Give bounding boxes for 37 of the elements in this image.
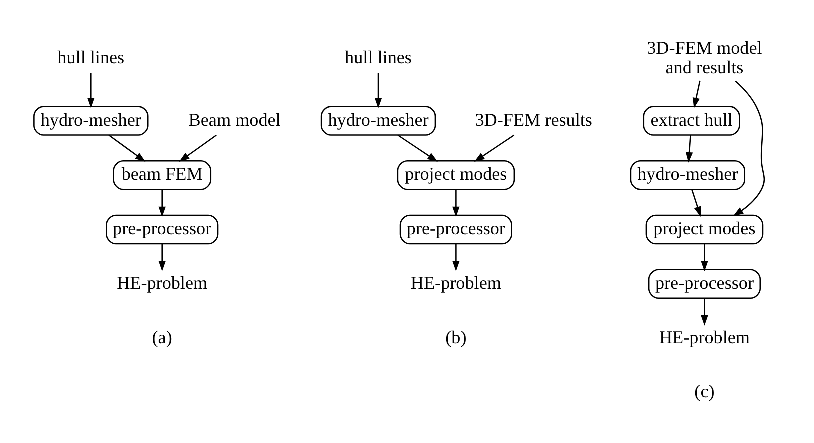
node-text: 3D-FEM results [475, 109, 592, 130]
arrow [733, 80, 766, 216]
node-box: extract hull [643, 106, 740, 136]
arrow [701, 244, 708, 272]
arrow [701, 298, 708, 326]
node-box: hydro-mesher [34, 106, 149, 136]
node-text: HE-problem [410, 272, 502, 292]
node-text: HE-problem [659, 326, 750, 347]
label: (a) [152, 326, 172, 347]
node-text: hull lines [345, 47, 412, 68]
arrow [474, 134, 515, 162]
label: (c) [694, 381, 715, 402]
arrow [179, 134, 217, 162]
node-box: project modes [397, 160, 516, 190]
arrow [692, 80, 701, 108]
node-text: 3D-FEM model and results [647, 37, 762, 77]
arrow [452, 244, 460, 272]
node-text: hull lines [58, 47, 125, 68]
arrow [692, 189, 702, 217]
label: (b) [446, 326, 467, 347]
arrow [686, 134, 694, 162]
node-box: beam FEM [113, 160, 212, 190]
arrow [158, 189, 166, 217]
arrow [374, 72, 382, 108]
node-box: pre-processor [648, 268, 762, 299]
node-box: hydro-mesher [630, 160, 746, 190]
arrow [158, 244, 166, 272]
node-box: hydro-mesher [320, 106, 436, 136]
arrow [452, 189, 460, 217]
node-text: HE-problem [117, 272, 208, 292]
arrow [108, 134, 146, 162]
arrow [88, 72, 95, 108]
node-text: Beam model [188, 109, 281, 130]
node-box: pre-processor [106, 214, 219, 244]
arrow [398, 134, 438, 162]
node-box: pre-processor [400, 214, 512, 244]
node-box: project modes [646, 214, 764, 244]
